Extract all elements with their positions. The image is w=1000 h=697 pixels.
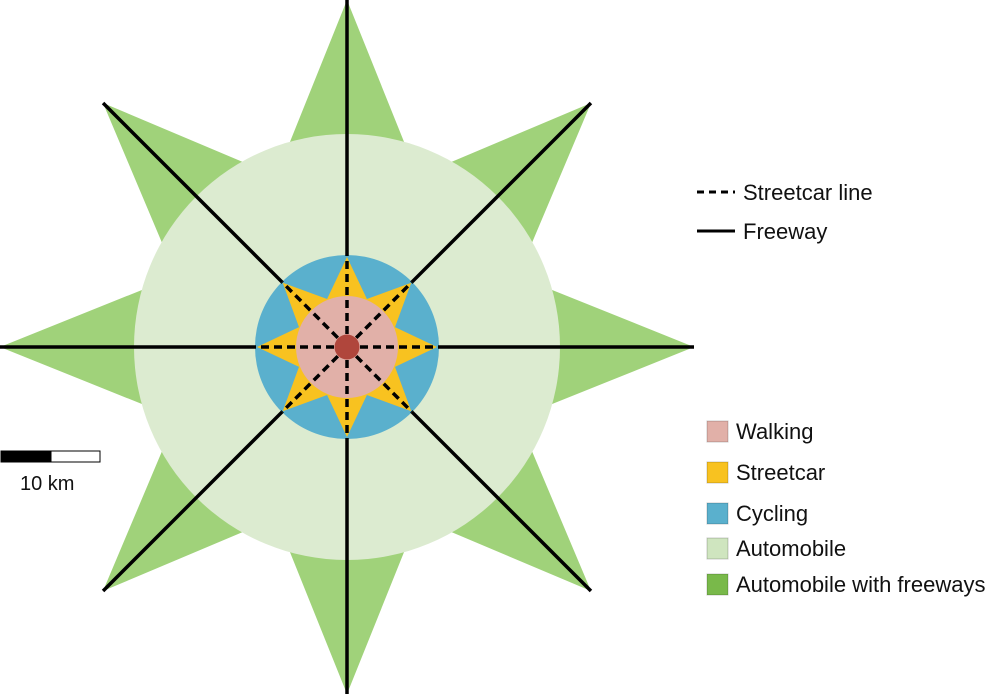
legend-label: Automobile xyxy=(736,536,846,561)
legend-swatch-cycling xyxy=(706,502,729,525)
freeway-line xyxy=(101,101,284,284)
legend-swatch-automobile xyxy=(706,537,729,560)
freeway-line xyxy=(410,410,593,593)
legend-label: Cycling xyxy=(736,501,808,526)
legend-areas: WalkingStreetcarCyclingAutomobileAutomob… xyxy=(706,419,985,597)
legend-swatch-streetcar xyxy=(706,461,729,484)
freeway-line xyxy=(410,101,593,284)
legend-lines: Streetcar line Freeway xyxy=(697,180,873,244)
legend-streetcar-line: Streetcar line xyxy=(743,180,873,205)
streetcar-line xyxy=(280,280,349,349)
streetcar-line xyxy=(345,280,414,349)
city-map xyxy=(0,0,694,694)
legend-label: Automobile with freeways xyxy=(736,572,985,597)
legend-swatch-automobile-with-freeways xyxy=(706,573,729,596)
scale-bar: 10 km xyxy=(0,450,101,495)
city-center xyxy=(334,334,360,360)
streetcar-line xyxy=(280,345,349,414)
scale-bar-black xyxy=(0,450,52,463)
scale-bar-white xyxy=(50,450,101,463)
legend-label: Walking xyxy=(736,419,813,444)
scale-bar-label: 10 km xyxy=(20,473,74,495)
legend-swatch-walking xyxy=(706,420,729,443)
freeway-line xyxy=(101,410,284,593)
legend-freeway: Freeway xyxy=(743,219,827,244)
legend-label: Streetcar xyxy=(736,460,825,485)
streetcar-line xyxy=(345,345,414,414)
